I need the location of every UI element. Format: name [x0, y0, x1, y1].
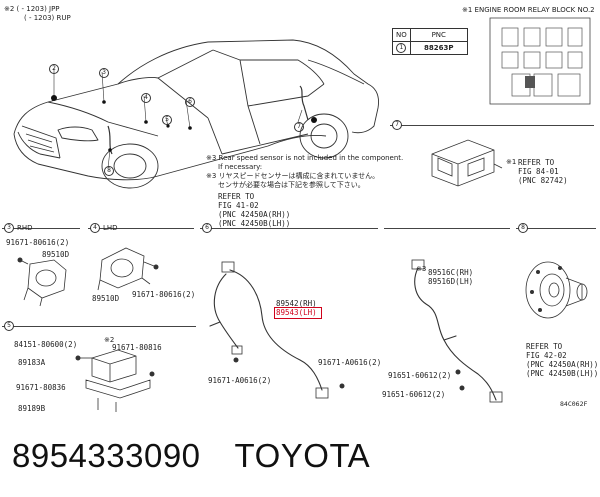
note3-ref-line3: (PNC 42450A(RH)): [218, 210, 291, 219]
section3-label: RHD: [17, 224, 33, 232]
section4-part1: 89510D: [92, 294, 120, 303]
highlight-box: [274, 307, 322, 319]
section8-ref4: (PNC 42450B(LH)): [526, 369, 599, 378]
section5-rule: [2, 326, 196, 327]
section3-part1: 91671-80616(2): [6, 238, 70, 247]
callout-2[interactable]: 2: [49, 64, 59, 74]
note1-title: ※1 ENGINE ROOM RELAY BLOCK NO.2: [462, 6, 595, 14]
section5-star: ※2: [104, 336, 115, 344]
section6-rule: [200, 228, 378, 229]
pnc-table-row-pnc: 88263P: [409, 41, 468, 55]
section3-part2: 89510D: [42, 250, 70, 259]
section6-part2: 91671-A0616(2): [318, 358, 382, 367]
section7-ref1: REFER TO: [518, 158, 555, 167]
section4-rule: [88, 228, 194, 229]
section5-part2: 91671-80816: [112, 343, 162, 352]
relay-block-drawing: [489, 17, 591, 105]
section6-part-lh-highlighted[interactable]: 89543(LH): [276, 308, 317, 317]
lhd-sensor-drawing: [97, 247, 159, 291]
section8-rule: [516, 228, 596, 229]
car-drawing: [13, 39, 379, 189]
callout-4[interactable]: 4: [141, 93, 151, 103]
footer-brand: TOYOTA: [234, 437, 371, 474]
section7-number: 7: [392, 120, 402, 130]
pnc-table-row-no: 1: [392, 41, 411, 55]
section5-part4: 91671-80836: [16, 383, 66, 392]
rear-sensor-wire-drawing: [411, 259, 503, 403]
section5-part3: 89183A: [18, 358, 46, 367]
section5-part5: 89189B: [18, 404, 46, 413]
pnc-table: NO PNC 1 88263P: [392, 28, 468, 55]
section8-ref2: FIG 42-02: [526, 351, 567, 360]
section3-rule: [2, 228, 80, 229]
sensor-part1: 91651-60612(2): [388, 371, 452, 380]
section8-number: 8: [518, 223, 528, 233]
note3-jp-line1: ※3 リヤスピードセンサーは構成に含まれていません。: [206, 172, 380, 180]
figure-code: 84C062F: [560, 400, 588, 408]
front-sensor-wire-drawing: [209, 261, 345, 399]
section5-number: 5: [4, 321, 14, 331]
sensor-part2: 91651-60612(2): [382, 390, 446, 399]
section6-part1: 91671-A0616(2): [208, 376, 272, 385]
pnc-table-header-no: NO: [392, 28, 411, 42]
sensor-part-rh: 89516C(RH): [428, 268, 474, 277]
section7-ref3: (PNC 82742): [518, 176, 568, 185]
note3-jp-line2: センサが必要な場合は下記を参照して下さい。: [218, 181, 365, 189]
relay-fuse-marker: [525, 76, 535, 88]
section6-number: 6: [202, 223, 212, 233]
section4-part2: 91671-80616(2): [132, 290, 196, 299]
note3-ref-line2: FIG 41-02: [218, 201, 259, 210]
ecu-drawing: [431, 139, 503, 187]
callout-3[interactable]: 3: [99, 68, 109, 78]
rhd-sensor-drawing: [17, 257, 67, 307]
section6-part-rh: 89542(RH): [276, 299, 317, 308]
footer-title: 8954333090 TOYOTA: [12, 436, 370, 476]
note3-en-line2: If necessary:: [218, 163, 263, 171]
section4-number: 4: [90, 223, 100, 233]
pnc-table-header-pnc: PNC: [409, 28, 468, 42]
callout-8[interactable]: 8: [104, 166, 114, 176]
hub-drawing: [525, 261, 588, 319]
section7-star: ※1: [506, 158, 517, 166]
accel-sensor-drawing: [75, 349, 155, 412]
footer-part-number: 8954333090: [12, 437, 201, 474]
section7-ref2: FIG 84-01: [518, 167, 559, 176]
section5-part1: 84151-80600(2): [14, 340, 78, 349]
note2-line2: ( - 1203) RUP: [24, 14, 71, 22]
note2-line1: ※2 ( - 1203) JPP: [4, 5, 60, 13]
callout-5[interactable]: 5: [162, 115, 172, 125]
section4-label: LHD: [103, 224, 118, 232]
section7-rule: [390, 125, 594, 126]
callout-6[interactable]: 6: [185, 97, 195, 107]
note3-ref-line4: (PNC 42450B(LH)): [218, 219, 291, 228]
section8-ref3: (PNC 42450A(RH)): [526, 360, 599, 369]
pnc-row-number: 1: [396, 43, 407, 53]
relay-block-outline: [489, 17, 591, 105]
callout-7[interactable]: 7: [294, 122, 304, 132]
sensor-part-lh: 89516D(LH): [428, 277, 474, 286]
section8-ref1: REFER TO: [526, 342, 563, 351]
section3-number: 3: [4, 223, 14, 233]
note3-ref-line1: REFER TO: [218, 192, 255, 201]
note3-en-line1: ※3 Rear speed sensor is not included in …: [206, 154, 404, 162]
section-sensor-rule: [384, 228, 510, 229]
